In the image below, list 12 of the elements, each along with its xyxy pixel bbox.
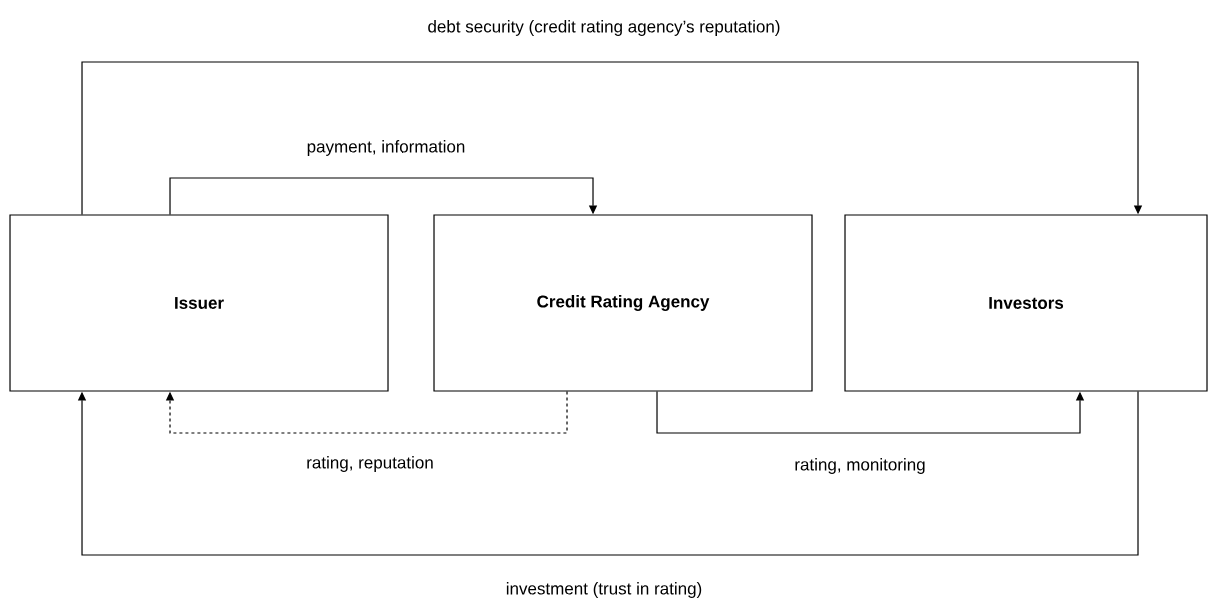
- edge-label: rating, reputation: [304, 454, 436, 474]
- arrow: [165, 391, 568, 434]
- entity-box: Investors: [844, 214, 1208, 392]
- entity-box: Credit Rating Agency: [433, 214, 813, 392]
- edge-label: investment (trust in rating): [503, 580, 705, 600]
- edge-label: rating, monitoring: [792, 456, 928, 476]
- edge-label: debt security (credit rating agency’s reputation): [425, 18, 783, 38]
- arrow: [77, 391, 1139, 556]
- arrow: [169, 177, 598, 215]
- edge-label: payment, information: [304, 138, 468, 158]
- entity-box: Issuer: [9, 214, 389, 392]
- arrow: [81, 61, 1143, 215]
